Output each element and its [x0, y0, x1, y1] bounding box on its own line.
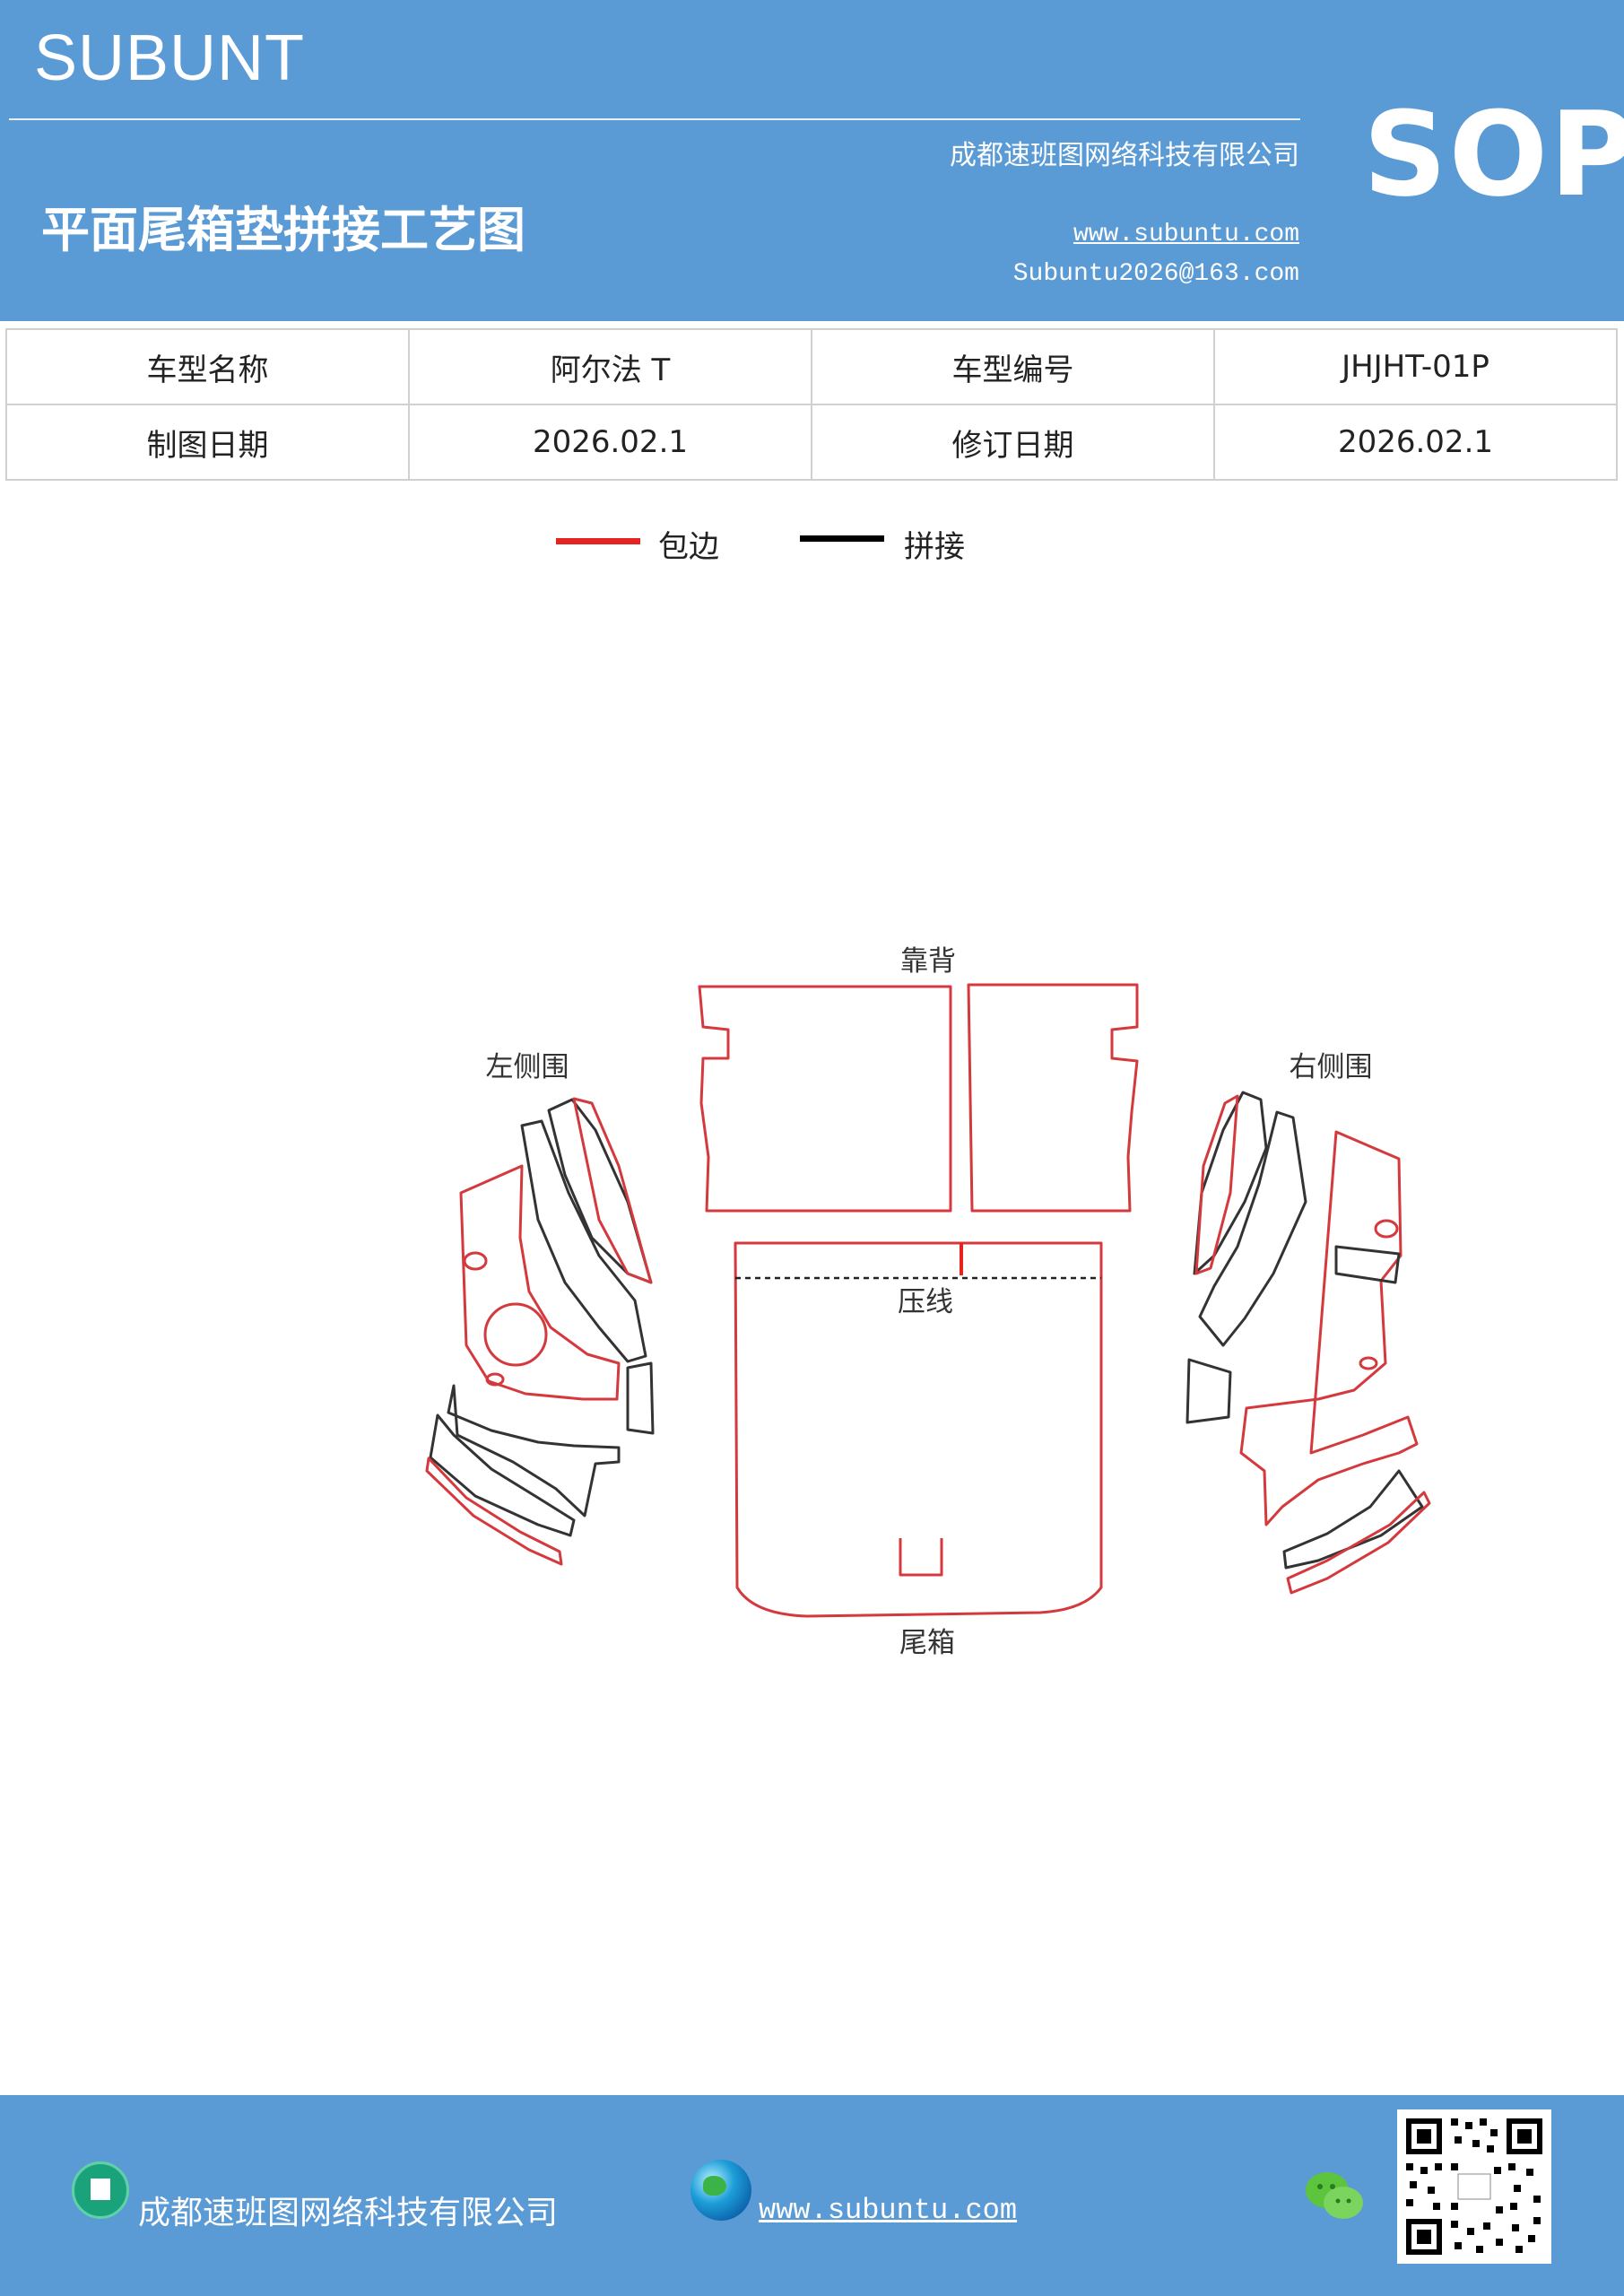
left-wall-bottom-edge: [425, 1457, 563, 1566]
sop-badge: SOP: [1363, 86, 1624, 222]
model-code-label: 车型编号: [811, 328, 1215, 405]
globe-icon: [690, 2160, 751, 2221]
right-wall-edge-strip: [1194, 1094, 1239, 1275]
building-icon: [72, 2161, 129, 2219]
draw-date-value: 2026.02.1: [408, 404, 812, 481]
left-wall-hole-small: [463, 1251, 488, 1271]
backrest-left-piece: [698, 985, 952, 1213]
right-wall-inner-strip: [1198, 1110, 1307, 1347]
vehicle-info-table: 车型名称 阿尔法 T 车型编号 JHJHT-01P 制图日期 2026.02.1…: [5, 328, 1618, 481]
right-wall-lower-strip: [1282, 1469, 1424, 1570]
revision-date-value: 2026.02.1: [1213, 404, 1618, 481]
brand-name: SUBUNT: [34, 22, 306, 94]
wechat-icon[interactable]: [1302, 2167, 1367, 2224]
left-wall-lower-piece: [447, 1384, 621, 1518]
right-wall-bottom-edge: [1286, 1491, 1431, 1595]
left-wall-lower-strip: [429, 1413, 576, 1537]
left-wall-inner-strip: [520, 1119, 647, 1363]
edge-legend-swatch: [556, 538, 640, 544]
email-address[interactable]: Subuntu2026@163.com: [1012, 260, 1299, 288]
left-wall-hole-large: [483, 1302, 548, 1367]
trunk-notch: [899, 1538, 943, 1577]
model-name-value: 阿尔法 T: [408, 328, 812, 405]
revision-date-label: 修订日期: [811, 404, 1215, 481]
crease-label: 压线: [898, 1286, 953, 1318]
backrest-right-piece: [967, 983, 1139, 1213]
trunk-floor-piece: [734, 1241, 1103, 1618]
trunk-label: 尾箱: [899, 1627, 955, 1659]
company-name: 成都速班图网络科技有限公司: [950, 140, 1299, 171]
legend: 包边 拼接: [0, 520, 1624, 574]
right-side-label: 右侧围: [1290, 1051, 1373, 1083]
header-divider: [9, 118, 1300, 120]
right-wall-small-tab: [1185, 1358, 1232, 1424]
edge-legend-label: 包边: [658, 529, 719, 565]
right-wall-hole-small: [1374, 1219, 1399, 1239]
footer-company-name: 成都速班图网络科技有限公司: [138, 2195, 559, 2231]
footer-bar: 成都速班图网络科技有限公司 www.subuntu.com: [0, 2095, 1624, 2296]
right-wall-main-piece: [1239, 1130, 1419, 1526]
left-wall-edge-strip: [572, 1097, 653, 1284]
left-wall-hole-tiny: [485, 1372, 505, 1387]
document-title: 平面尾箱垫拼接工艺图: [41, 201, 525, 258]
header-banner: SUBUNT 成都速班图网络科技有限公司 平面尾箱垫拼接工艺图 www.subu…: [0, 0, 1624, 321]
left-side-label: 左侧围: [486, 1051, 569, 1083]
table-row: 车型名称 阿尔法 T 车型编号 JHJHT-01P: [5, 328, 1618, 405]
website-link[interactable]: www.subuntu.com: [1073, 221, 1299, 248]
draw-date-label: 制图日期: [5, 404, 410, 481]
footer-website-link[interactable]: www.subuntu.com: [759, 2194, 1018, 2227]
model-code-value: JHJHT-01P: [1213, 328, 1618, 405]
backrest-label: 靠背: [900, 945, 956, 978]
left-wall-main-piece: [459, 1164, 621, 1401]
right-wall-hole-tiny: [1359, 1356, 1378, 1370]
table-row: 制图日期 2026.02.1 修订日期 2026.02.1: [5, 404, 1618, 481]
qr-code[interactable]: [1397, 2109, 1551, 2264]
seam-legend-swatch: [800, 535, 884, 542]
trunk-mat-diagram: 靠背 左侧围 右侧围 压线 尾箱: [425, 945, 1431, 1659]
model-name-label: 车型名称: [5, 328, 410, 405]
left-wall-small-tab: [626, 1361, 655, 1435]
right-wall-side-strip: [1334, 1245, 1401, 1284]
seam-legend-label: 拼接: [904, 529, 965, 565]
